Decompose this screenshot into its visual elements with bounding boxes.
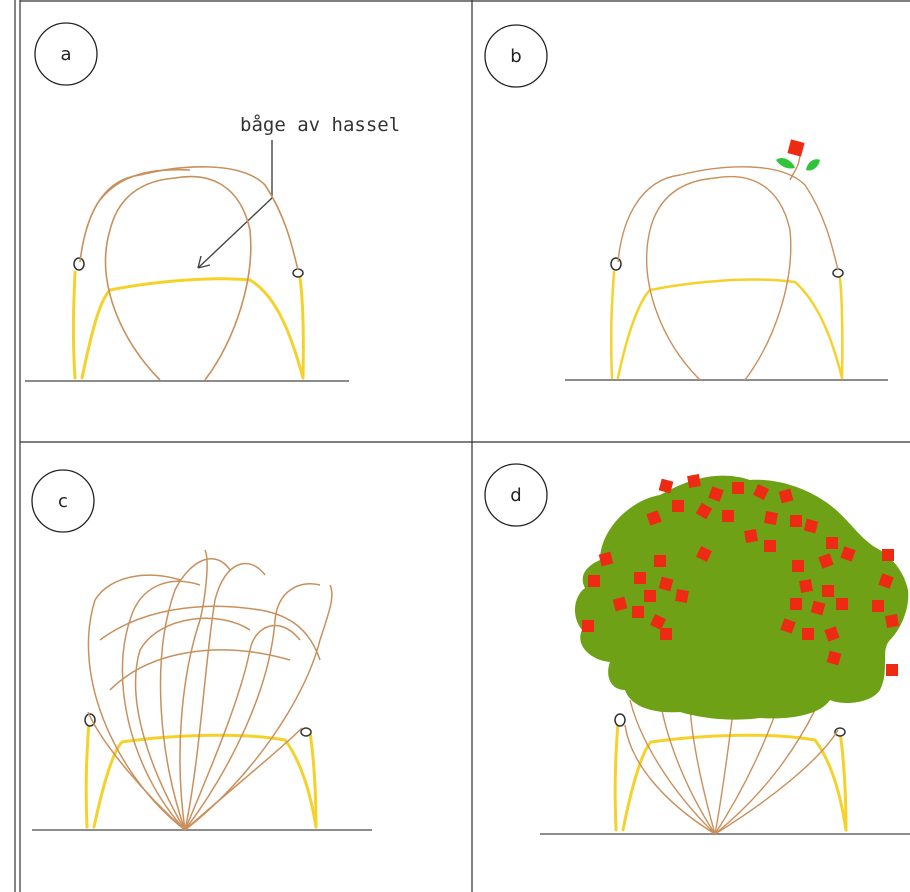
panel-b-letter: b [510,46,521,67]
hazel-branch-bundle [88,550,332,830]
panel-c-letter: c [58,491,68,512]
panel-b: b [485,25,888,380]
support-hoop [86,722,316,827]
panel-c: c [32,470,372,830]
hazel-branches [618,152,838,380]
panel-a: a båge av hassel [25,23,400,381]
rose-foliage [575,476,908,720]
flower [787,139,804,156]
support-hoop [611,272,842,378]
hoop-ties [611,258,843,277]
hoop-ties [74,258,303,277]
annotation-arrow [198,140,272,268]
panel-a-letter: a [60,44,71,65]
support-hoop [615,722,846,830]
sprout-leaf-left [776,158,795,169]
sprout-leaf-right [806,159,820,170]
hoop-ties [85,714,311,736]
hazel-branch-bundle [625,700,838,834]
panel-grid [15,0,910,892]
hazel-branches [80,167,298,380]
panel-d-letter: d [510,485,521,506]
panel-d: d [485,464,910,834]
hazel-hoop-annotation: båge av hassel [240,113,400,136]
